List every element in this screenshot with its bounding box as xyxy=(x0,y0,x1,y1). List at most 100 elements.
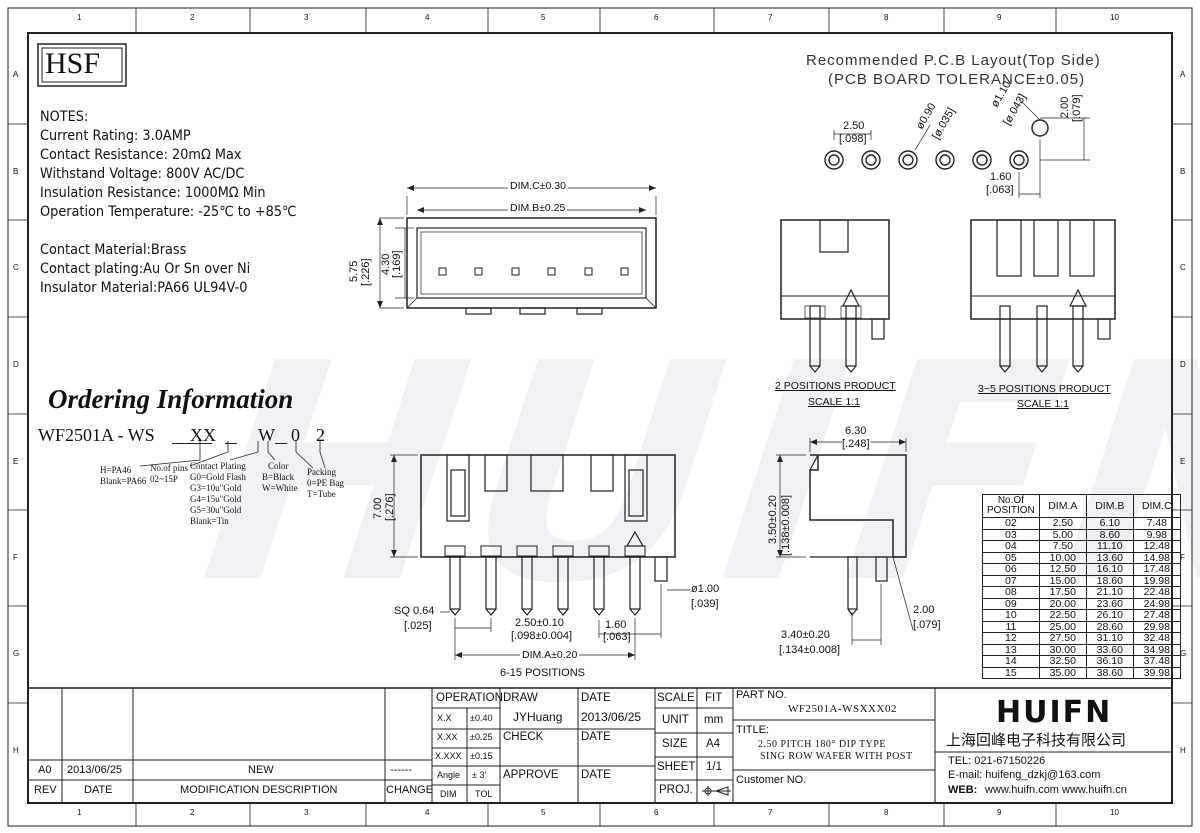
fit-label: FIT xyxy=(705,692,723,704)
table-cell: 09 xyxy=(982,597,1040,610)
plating-item: G4=15u"Gold xyxy=(190,494,242,504)
front-pitch: 2.50±0.10 xyxy=(515,617,564,629)
table-cell: 18.60 xyxy=(1085,574,1134,587)
color-options: Color B=Black W=White xyxy=(262,461,298,494)
table-cell: 5.00 xyxy=(1038,528,1087,541)
table-cell: 10 xyxy=(982,609,1040,622)
pcb-layout-subtitle: (PCB BOARD TOLERANCE±0.05) xyxy=(828,71,1086,88)
part-xx: XX xyxy=(190,425,216,445)
plating-options: Contact Plating G0=Gold Flash G3=10u"Gol… xyxy=(190,461,246,527)
dim-h2-inch: [.169] xyxy=(391,250,403,278)
zone-col-label: 5 xyxy=(541,13,546,22)
unit-label: UNIT xyxy=(662,714,689,726)
zone-row-label: A xyxy=(13,70,19,79)
zone-col-label: 9 xyxy=(997,13,1002,22)
note-line: Withstand Voltage: 800V AC/DC xyxy=(40,166,245,182)
company-web-label: WEB: xyxy=(948,784,978,796)
part-2: 2 xyxy=(316,425,325,445)
col-header: No.Of POSITION xyxy=(982,494,1040,518)
tol-key: X.XXX xyxy=(435,751,462,761)
table-cell: 17.50 xyxy=(1038,586,1087,599)
front-dim-a: DIM.A±0.20 xyxy=(520,649,580,661)
rev-change: ------ xyxy=(390,764,412,776)
zone-col-label: 3 xyxy=(304,13,309,22)
title-line-2: SING ROW WAFER WITH POST xyxy=(760,751,913,762)
table-cell: 33.60 xyxy=(1085,643,1134,656)
scale-3to5: SCALE 1:1 xyxy=(1017,398,1069,410)
col-header: DIM.C xyxy=(1132,494,1181,518)
pcb-layout-title: Recommended P.C.B Layout(Top Side) xyxy=(806,52,1101,69)
zone-col-label: 10 xyxy=(1110,808,1119,817)
table-cell: 26.10 xyxy=(1085,609,1134,622)
desc-header: MODIFICATION DESCRIPTION xyxy=(180,784,338,796)
end-s-inch: [.079] xyxy=(913,619,941,631)
opt-blank: Blank=PA66 xyxy=(100,476,147,486)
end-h-inch: [.138±0.008] xyxy=(780,494,792,556)
pins-range: 02~15P xyxy=(150,474,178,484)
company-tel: TEL: 021-67150226 xyxy=(948,755,1046,767)
date-header: DATE xyxy=(84,784,113,796)
plating-item: G5=30u"Gold xyxy=(190,505,242,515)
zone-col-label: 4 xyxy=(425,13,430,22)
table-cell: 27.50 xyxy=(1038,632,1087,645)
title-line-1: 2.50 PITCH 180° DIP TYPE xyxy=(758,739,886,750)
color-title: Color xyxy=(268,461,289,471)
zone-col-label: 6 xyxy=(654,13,659,22)
tol-key: X.XX xyxy=(437,732,458,742)
dim-pitch: 2.50 xyxy=(843,120,865,132)
table-cell: 07 xyxy=(982,574,1040,587)
company-logo: HUIFN xyxy=(996,695,1113,730)
table-cell: 22.48 xyxy=(1132,586,1181,599)
table-cell: 15.00 xyxy=(1038,574,1087,587)
plating-item: G3=10u"Gold xyxy=(190,483,242,493)
tol-key: Angle xyxy=(437,770,461,780)
company-name-cn: 上海回峰电子科技有限公司 xyxy=(946,731,1127,749)
front-sq: SQ 0.64 xyxy=(394,605,435,617)
approve-date-label: DATE xyxy=(581,769,611,781)
zone-col-label: 8 xyxy=(884,13,889,22)
dim-c: DIM.C±0.30 xyxy=(508,180,568,192)
zone-col-label: 4 xyxy=(425,808,430,817)
end-b: 3.40±0.20 xyxy=(781,629,830,641)
table-cell: 05 xyxy=(982,551,1040,564)
table-cell: 12 xyxy=(982,632,1040,645)
table-cell: 29.98 xyxy=(1132,620,1181,633)
zone-row-label: F xyxy=(1180,553,1185,562)
company-web: www.huifn.com www.huifn.cn xyxy=(985,784,1127,796)
tol-value: ± 3' xyxy=(472,770,487,780)
zone-row-label: G xyxy=(1180,649,1187,658)
material-line: Contact Material:Brass xyxy=(40,242,187,258)
zone-col-label: 1 xyxy=(77,13,82,22)
zone-row-label: B xyxy=(13,167,19,176)
part-underline xyxy=(225,443,237,444)
front-post-inch: [.039] xyxy=(691,598,719,610)
tol-value: ±0.40 xyxy=(470,713,493,723)
dim-pitch-inch: [.098] xyxy=(839,133,867,145)
check-label: CHECK xyxy=(503,731,544,743)
table-cell: 16.10 xyxy=(1085,563,1134,576)
table-cell: 13 xyxy=(982,643,1040,656)
table-cell: 06 xyxy=(982,563,1040,576)
zone-col-label: 10 xyxy=(1110,13,1119,22)
material-line: Contact plating:Au Or Sn over Ni xyxy=(40,261,251,277)
sheet-value: 1/1 xyxy=(706,761,722,773)
table-cell: 15 xyxy=(982,666,1040,679)
part-no-value: WF2501A-WSXXX02 xyxy=(788,703,897,715)
table-cell: 19.98 xyxy=(1132,574,1181,587)
part-0: 0 xyxy=(291,425,300,445)
label-3to5: 3~5 POSITIONS PRODUCT xyxy=(978,383,1111,395)
dim-b: DIM.B±0.25 xyxy=(508,202,568,214)
table-cell: 31.10 xyxy=(1085,632,1134,645)
front-h: 7.00 xyxy=(372,497,384,519)
table-cell: 8.60 xyxy=(1085,528,1134,541)
front-h-inch: [.276] xyxy=(384,493,396,521)
table-cell: 12.48 xyxy=(1132,540,1181,553)
table-cell: 6.10 xyxy=(1085,517,1134,530)
rev-value: A0 xyxy=(38,764,52,776)
